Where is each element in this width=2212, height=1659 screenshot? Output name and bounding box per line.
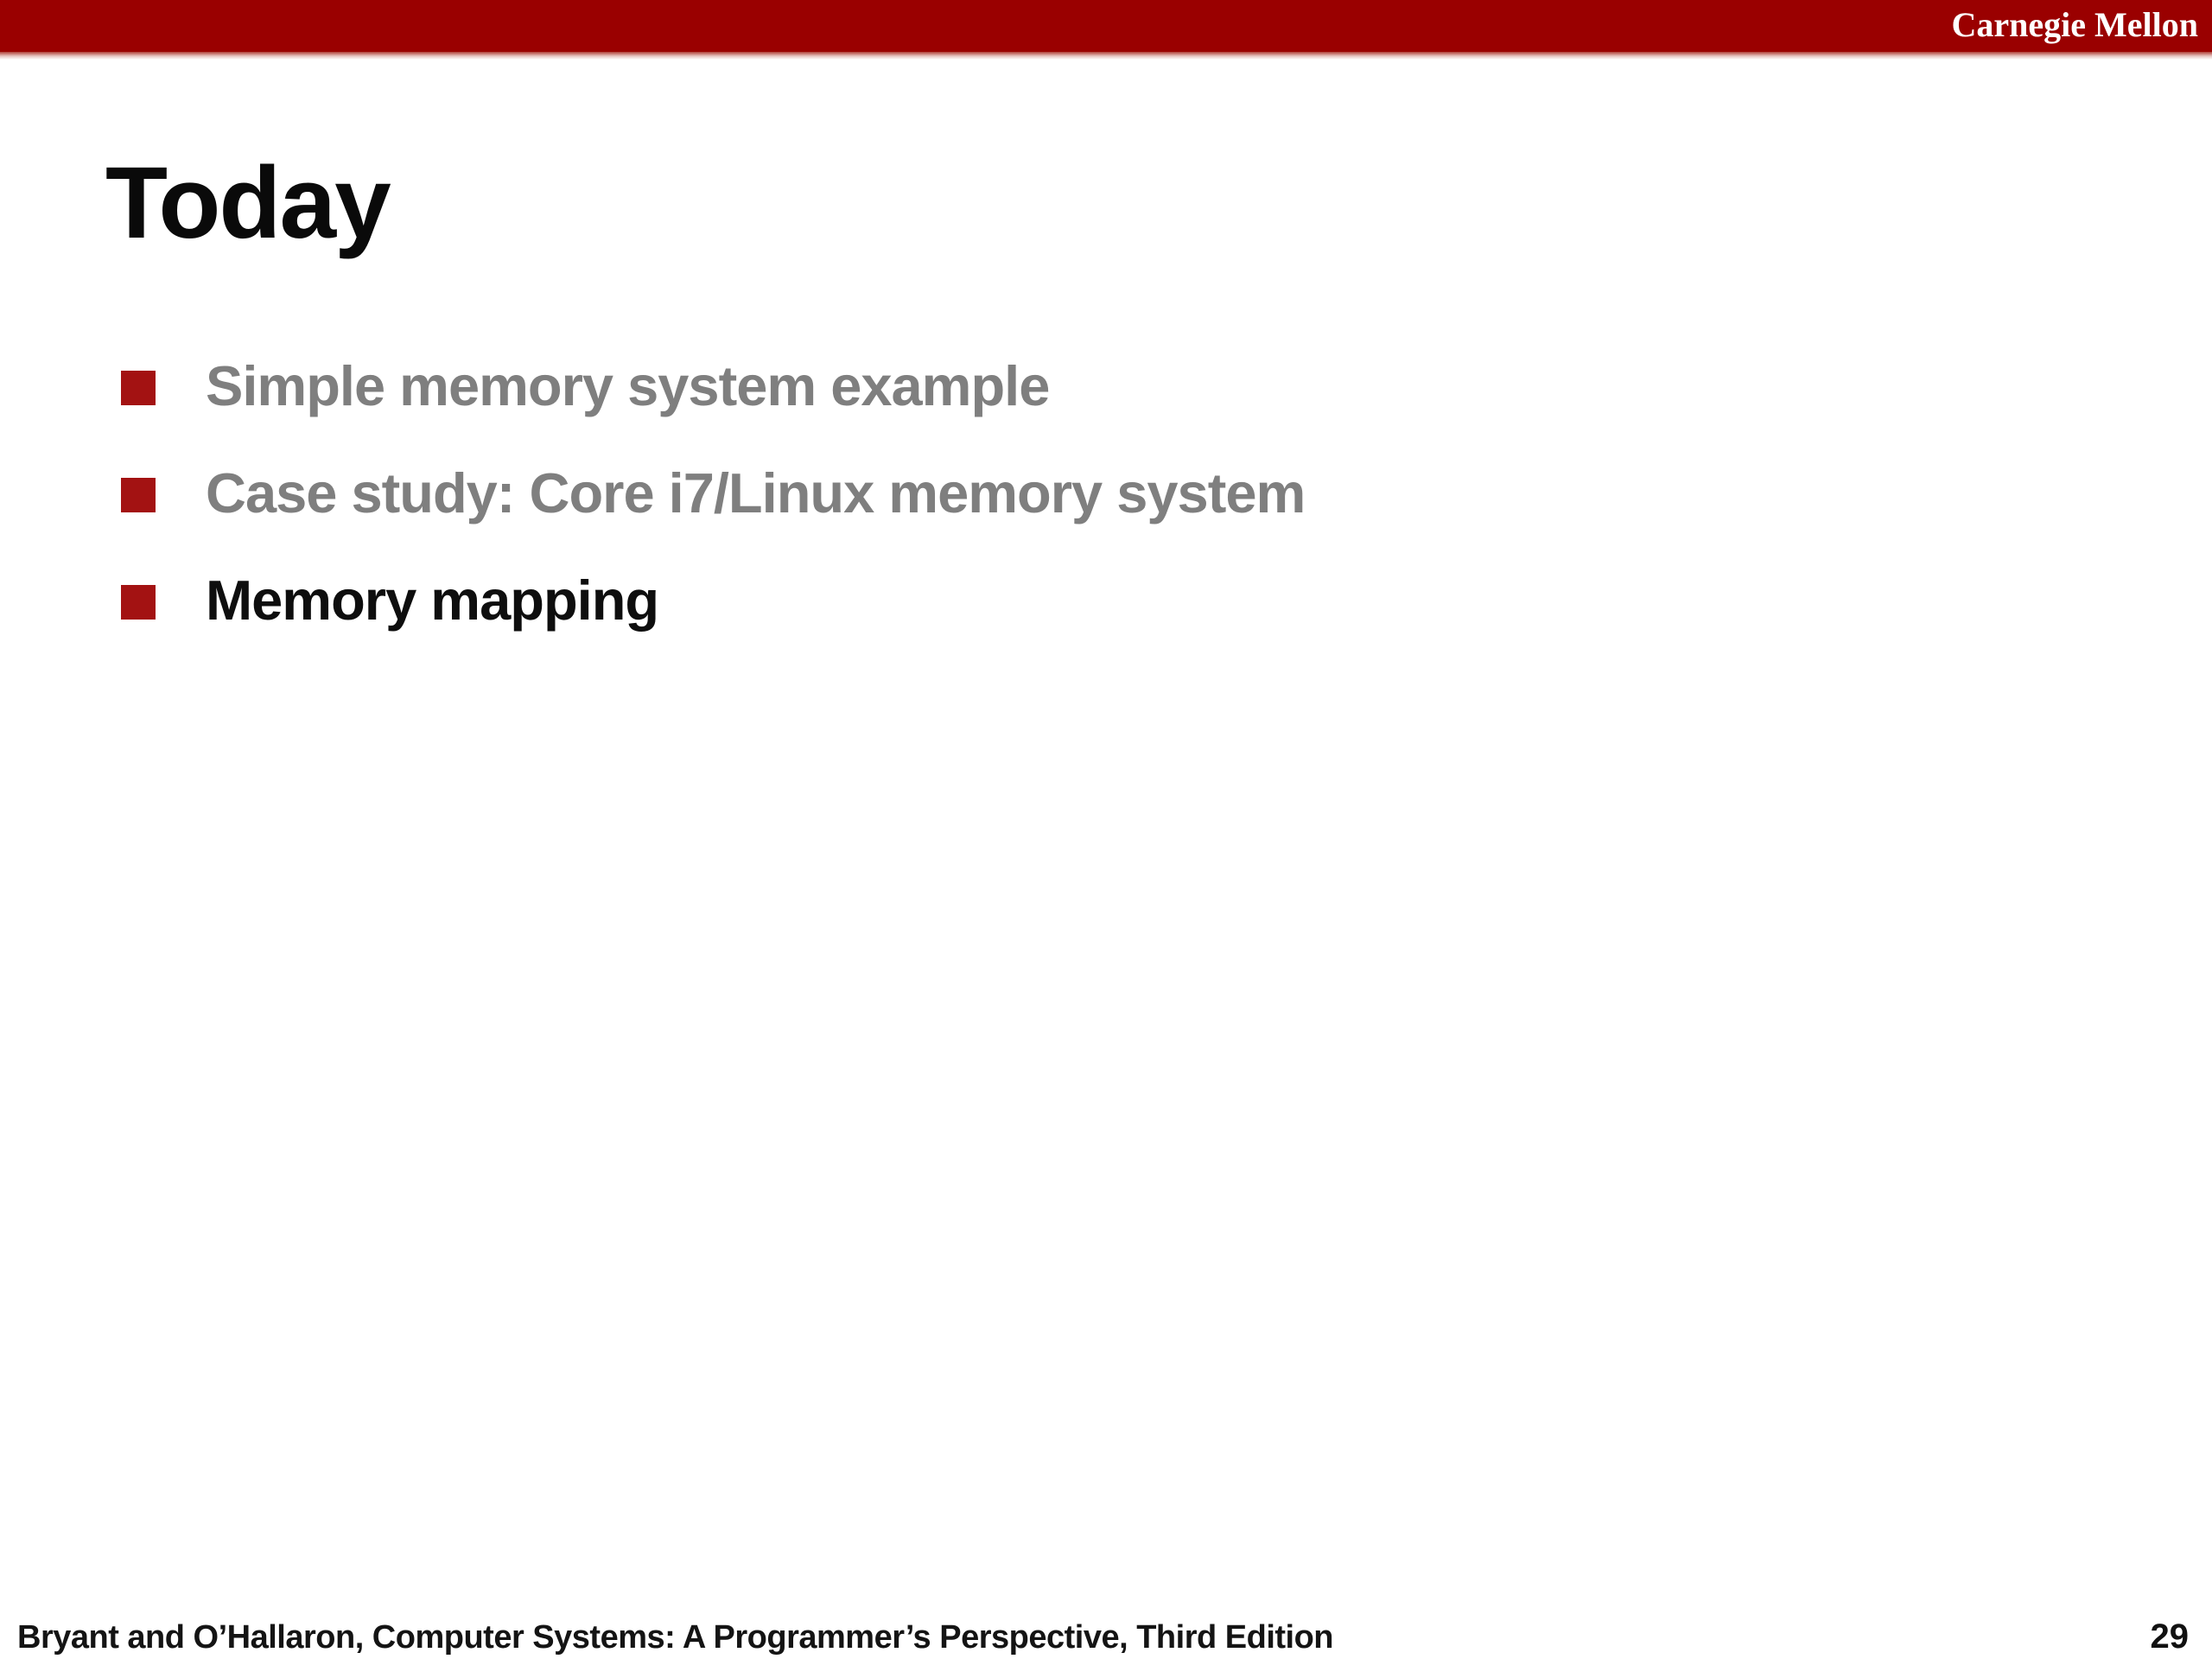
square-bullet-icon bbox=[121, 478, 156, 512]
square-bullet-icon bbox=[121, 371, 156, 405]
footer-attribution: Bryant and O’Hallaron, Computer Systems:… bbox=[17, 1619, 1334, 1656]
bullet-label: Simple memory system example bbox=[206, 354, 1050, 417]
brand-text: Carnegie Mellon bbox=[1951, 5, 2199, 44]
bullet-label: Case study: Core i7/Linux memory system bbox=[206, 461, 1306, 524]
page-title: Today bbox=[105, 146, 391, 260]
bullet-label: Memory mapping bbox=[206, 569, 659, 632]
bullet-list: Simple memory system example Case study:… bbox=[121, 358, 1306, 679]
list-item: Simple memory system example bbox=[121, 358, 1305, 414]
page-number: 29 bbox=[2150, 1618, 2190, 1656]
square-bullet-icon bbox=[121, 585, 156, 620]
header-bar-bottom-fade bbox=[0, 52, 2212, 60]
list-item: Memory mapping bbox=[121, 572, 1305, 628]
list-item: Case study: Core i7/Linux memory system bbox=[121, 461, 1306, 524]
header-bar bbox=[0, 0, 2212, 52]
